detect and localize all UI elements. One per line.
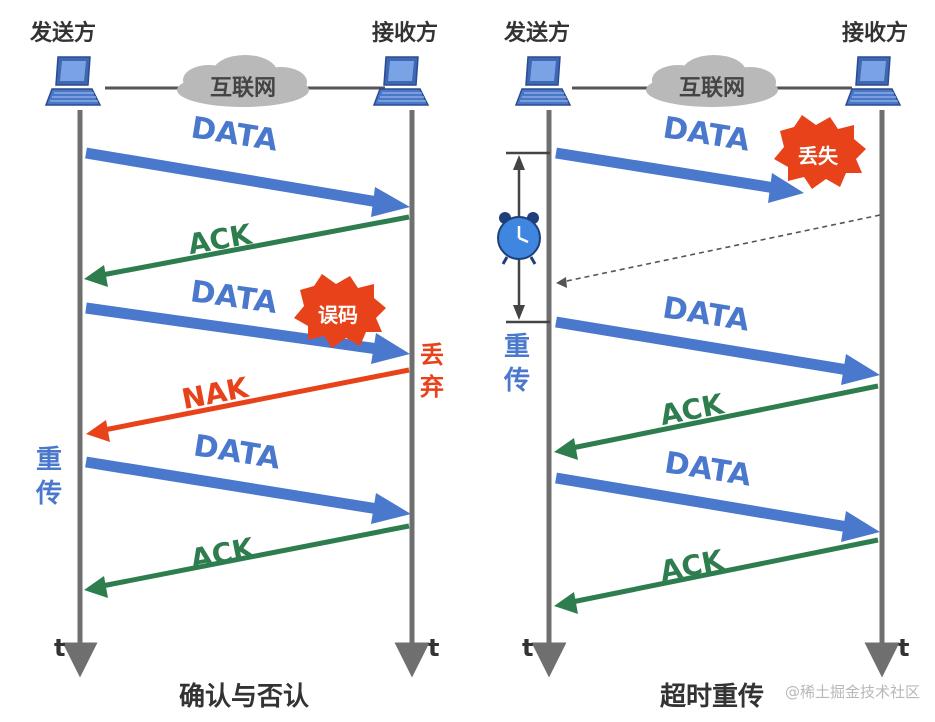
right-msg-data-3: DATA — [555, 445, 880, 542]
svg-text:DATA: DATA — [662, 445, 754, 493]
left-msg-ack-1: ACK — [84, 214, 410, 287]
right-receiver-label: 接收方 — [842, 20, 908, 46]
left-error-badge: 误码 — [294, 274, 386, 348]
right-msg-ack-2: ACK — [554, 537, 879, 614]
svg-text:ACK: ACK — [657, 387, 727, 432]
left-discard-label-char-2: 弃 — [420, 373, 444, 401]
left-msg-nak: NAK — [86, 367, 410, 442]
alarm-clock-icon — [497, 212, 541, 265]
left-retransmit-label-char-1: 重 — [36, 445, 62, 475]
left-msg-data-3: DATA — [85, 428, 411, 524]
right-retransmit-label-char-2: 传 — [503, 366, 530, 396]
svg-text:ACK: ACK — [657, 543, 727, 588]
expected-ack-arrowhead — [556, 277, 567, 288]
right-panel: 发送方 接收方 互联网 t t — [497, 20, 909, 712]
left-time-label-sender: t — [54, 634, 65, 662]
left-msg-data-1: DATA — [85, 110, 410, 217]
svg-text:ACK: ACK — [185, 217, 255, 261]
right-sender-label: 发送方 — [503, 20, 570, 46]
svg-text:NAK: NAK — [179, 371, 252, 416]
right-sender-laptop-icon — [515, 56, 571, 106]
right-time-label-sender: t — [522, 634, 533, 662]
left-msg-ack-2: ACK — [84, 523, 410, 598]
svg-text:DATA: DATA — [191, 428, 283, 476]
left-receiver-label: 接收方 — [372, 20, 438, 46]
right-msg-data-2: DATA — [555, 290, 880, 385]
left-retransmit-label-char-2: 传 — [35, 479, 62, 509]
left-sender-laptop-icon — [45, 56, 101, 106]
left-receiver-laptop-icon — [373, 56, 429, 106]
right-msg-data-lost: DATA — [555, 110, 804, 203]
watermark: @稀土掘金技术社区 — [785, 683, 920, 701]
right-caption: 超时重传 — [660, 682, 764, 712]
svg-text:DATA: DATA — [661, 110, 753, 158]
left-panel: 发送方 接收方 互联网 t t DATA ACK DATA — [29, 20, 444, 712]
right-cloud-icon: 互联网 — [646, 55, 778, 107]
left-discard-label-char-1: 丢 — [420, 341, 444, 369]
left-network-label: 互联网 — [210, 76, 276, 101]
svg-text:ACK: ACK — [188, 531, 258, 576]
svg-text:DATA: DATA — [660, 290, 752, 338]
right-time-label-receiver: t — [898, 634, 909, 662]
right-lost-badge: 丢失 — [774, 115, 866, 189]
left-sender-label: 发送方 — [29, 20, 96, 46]
left-caption: 确认与否认 — [179, 681, 309, 712]
left-error-badge-text: 误码 — [318, 303, 358, 327]
right-retransmit-label-char-1: 重 — [504, 332, 530, 362]
svg-text:DATA: DATA — [189, 110, 281, 158]
right-lost-badge-text: 丢失 — [798, 144, 839, 168]
svg-text:DATA: DATA — [188, 274, 280, 321]
expected-ack-dashed-line — [561, 214, 881, 283]
left-cloud-icon: 互联网 — [177, 55, 309, 107]
right-network-label: 互联网 — [679, 76, 745, 101]
right-msg-ack-1: ACK — [554, 383, 879, 460]
right-receiver-laptop-icon — [845, 56, 901, 106]
left-time-label-receiver: t — [428, 634, 439, 662]
